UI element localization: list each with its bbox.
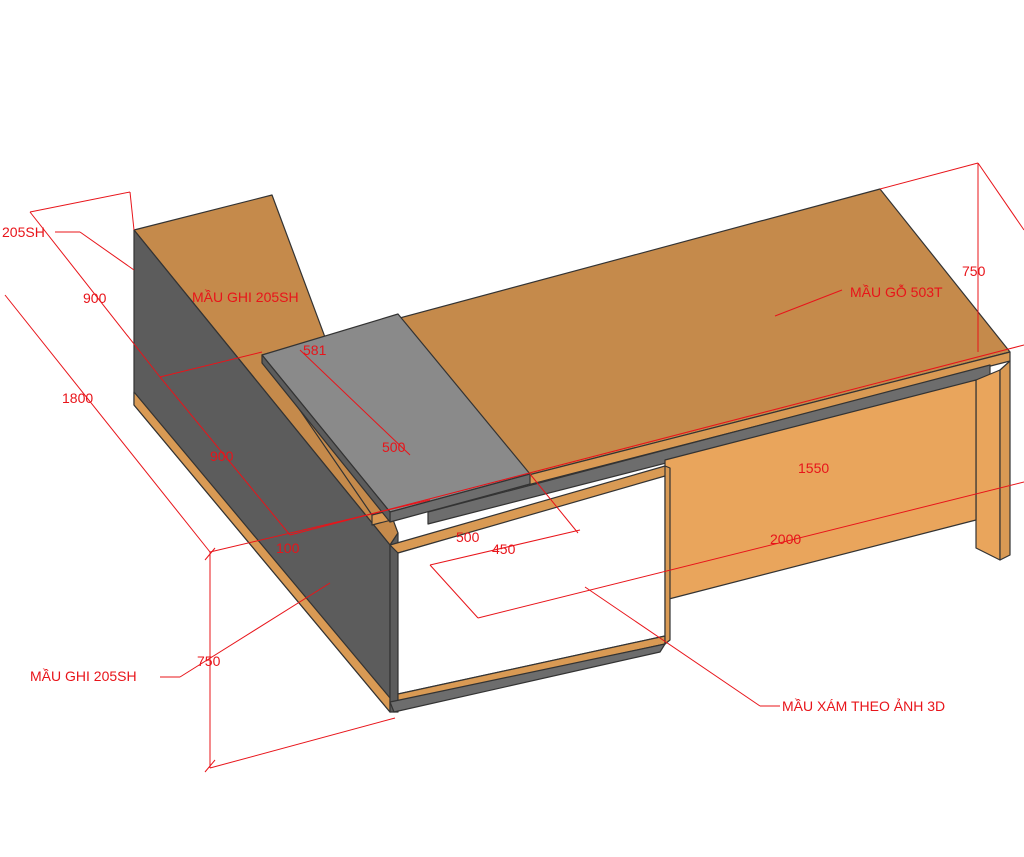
dim-tray-width: 500 xyxy=(382,439,406,455)
dim-offset-450: 450 xyxy=(492,541,516,557)
cabinet-side-edge xyxy=(664,465,671,645)
right-side-panel-edge xyxy=(999,360,1011,561)
dim-height-left: 750 xyxy=(197,653,221,669)
label-wood: MẦU GỖ 503T xyxy=(850,283,943,300)
dim-tray-depth: 581 xyxy=(303,342,327,358)
label-gray-cut: 205SH xyxy=(2,224,45,240)
dim-main-length: 1550 xyxy=(798,460,829,476)
dim-height-right: 750 xyxy=(962,263,986,279)
gray-tray-lip xyxy=(261,354,391,523)
dimension-lines xyxy=(4,162,1024,773)
dim-offset-500: 500 xyxy=(456,529,480,545)
label-gray-side: MẦU GHI 205SH xyxy=(30,668,137,684)
right-side-panel-front xyxy=(975,369,1001,561)
dim-total-length: 2000 xyxy=(770,531,801,547)
dim-return-inner: 900 xyxy=(210,448,234,464)
dim-offset-100: 100 xyxy=(276,540,300,556)
dim-return-width: 900 xyxy=(83,290,107,306)
label-panel: MẦU XÁM THEO ẢNH 3D xyxy=(782,698,945,714)
return-front-face xyxy=(389,532,399,713)
label-gray-top: MẦU GHI 205SH xyxy=(192,289,299,305)
dim-return-length: 1800 xyxy=(62,390,93,406)
cabinet-plinth xyxy=(389,643,666,713)
